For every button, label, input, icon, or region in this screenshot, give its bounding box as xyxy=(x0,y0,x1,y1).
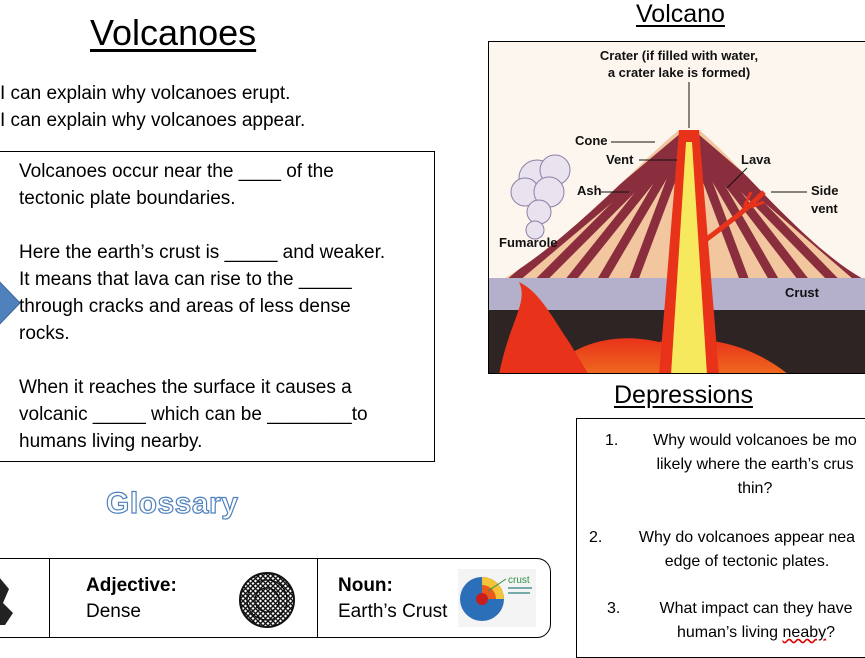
label-fumarole: Fumarole xyxy=(499,235,558,250)
fill-in-box: Volcanoes occur near the ____ of the tec… xyxy=(0,151,435,462)
glossary-divider xyxy=(49,559,50,637)
label-crater-2: a crater lake is formed) xyxy=(608,65,750,80)
glossary-title: Glossary xyxy=(105,486,239,520)
question-2-number: 2. xyxy=(589,529,603,546)
adjective-word: Dense xyxy=(86,601,141,622)
fill-in-paragraph-3: When it reaches the surface it causes a … xyxy=(19,377,368,452)
glossary-box: Adjective: Dense Noun: Earth’s Crust cru… xyxy=(0,558,551,638)
fill-in-paragraph-2: Here the earth’s crust is _____ and weak… xyxy=(19,242,386,344)
label-crust: Crust xyxy=(785,285,820,300)
question-1-number: 1. xyxy=(605,432,619,449)
objective-erupt: I can explain why volcanoes erupt. xyxy=(0,83,291,104)
label-pointers xyxy=(601,82,807,193)
label-cone: Cone xyxy=(575,133,608,148)
label-ash: Ash xyxy=(577,183,602,198)
objective-appear: I can explain why volcanoes appear. xyxy=(0,110,306,131)
label-lava: Lava xyxy=(741,152,771,167)
fill-in-paragraph-1: Volcanoes occur near the ____ of the tec… xyxy=(19,161,334,209)
question-2: Why do volcanoes appear nea edge of tect… xyxy=(638,529,856,570)
label-side: Side xyxy=(811,183,838,198)
noun-entry: Noun: Earth’s Crust xyxy=(338,573,447,625)
misspelled-word: neaby xyxy=(782,624,827,641)
earth-crust-icon: crust xyxy=(458,569,536,627)
depressions-questions-box: 1. Why would volcanoes be mo likely wher… xyxy=(576,418,865,658)
question-3-number: 3. xyxy=(607,600,621,617)
depressions-title: Depressions xyxy=(614,381,753,409)
page-title: Volcanoes xyxy=(90,12,257,53)
glossary-divider xyxy=(317,559,318,637)
question-3: What impact can they have human’s living… xyxy=(659,600,853,641)
fumarole-lava xyxy=(499,282,588,373)
adjective-entry: Adjective: Dense xyxy=(86,573,177,625)
label-vent: Vent xyxy=(606,152,634,167)
vent-core xyxy=(671,142,707,373)
noun-label: Noun: xyxy=(338,575,393,596)
label-crater-1: Crater (if filled with water, xyxy=(600,48,758,63)
side-vent xyxy=(701,190,766,244)
ash-cloud xyxy=(510,154,571,240)
adjective-label: Adjective: xyxy=(86,575,177,596)
dense-texture-icon xyxy=(239,572,295,628)
question-1: Why would volcanoes be mo likely where t… xyxy=(653,432,857,497)
right-arrow-icon xyxy=(0,281,21,325)
person-icon xyxy=(0,578,13,625)
volcano-illustration: Crater (if filled with water, a crater l… xyxy=(489,42,865,373)
crust-thumb-label: crust xyxy=(508,575,530,586)
label-side-vent: vent xyxy=(811,201,838,216)
volcano-title: Volcano xyxy=(636,0,725,28)
volcano-diagram: Crater (if filled with water, a crater l… xyxy=(488,41,865,374)
noun-word: Earth’s Crust xyxy=(338,601,448,622)
